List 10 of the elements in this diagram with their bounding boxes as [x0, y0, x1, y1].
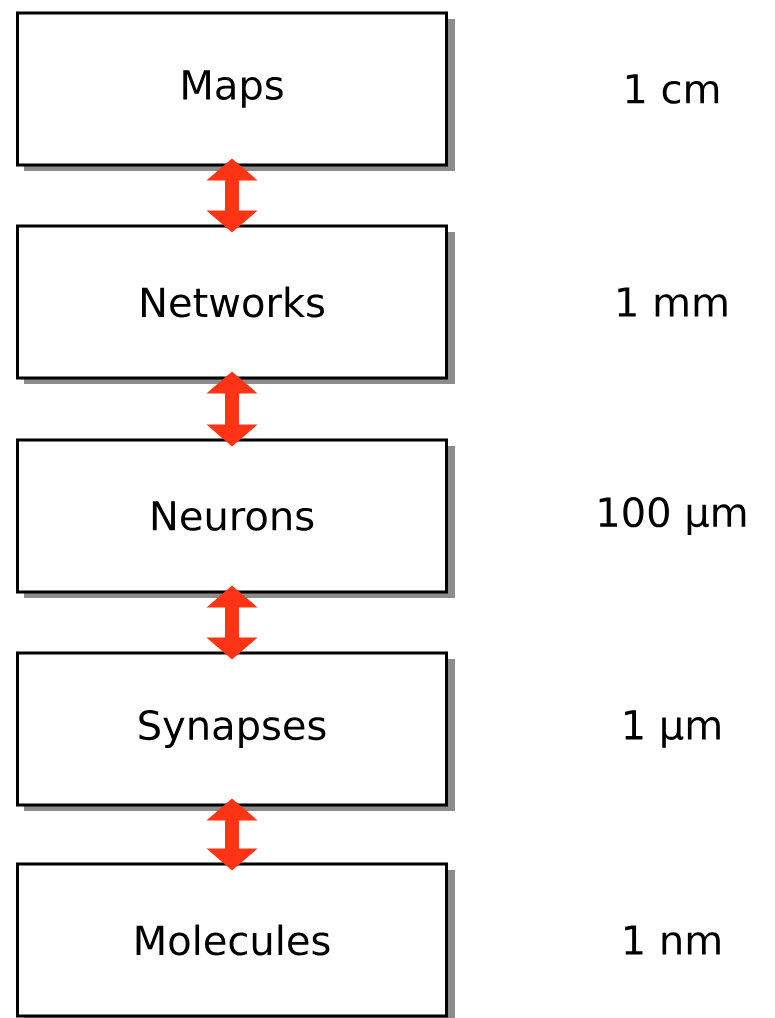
level-box: Molecules: [16, 862, 455, 1018]
level-box: Synapses: [16, 651, 455, 811]
level-box: Maps: [16, 11, 455, 171]
scale-label: 1 µm: [625, 710, 720, 748]
level-box: Neurons: [16, 438, 455, 598]
scale-label: 100 µm: [599, 497, 746, 535]
scale-label: 1 cm: [626, 74, 719, 104]
scale-label: 1 nm: [625, 925, 720, 955]
level-box: Networks: [16, 224, 455, 384]
scale-label: 1 mm: [618, 287, 727, 317]
